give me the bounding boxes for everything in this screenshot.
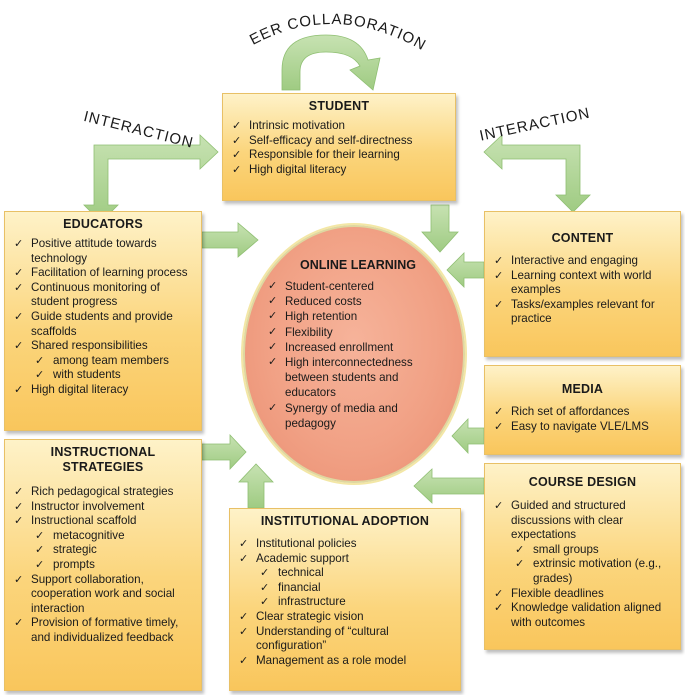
strategies-subitem: prompts bbox=[31, 558, 193, 573]
educators-item: Positive attitude towards technology bbox=[13, 237, 193, 266]
online-learning-item: Synergy of media and pedagogy bbox=[267, 401, 425, 431]
institutional-subitem: financial bbox=[256, 581, 452, 596]
content-item: Tasks/examples relevant for practice bbox=[493, 298, 672, 327]
course-design-to-online-arrow bbox=[413, 468, 485, 504]
interaction-right-arrow bbox=[483, 134, 591, 213]
online-learning-content: ONLINE LEARNING Student-centered Reduced… bbox=[263, 258, 453, 431]
online-learning-item: High interconnectedness between students… bbox=[267, 355, 425, 401]
educators-item-label: Shared responsibilities bbox=[31, 339, 148, 353]
institutional-subitem: technical bbox=[256, 566, 452, 581]
interaction-left-arrow bbox=[83, 134, 219, 223]
content-item: Interactive and engaging bbox=[493, 254, 672, 269]
student-title: STUDENT bbox=[308, 99, 370, 113]
institutional-item-label: Academic support bbox=[256, 551, 349, 565]
online-learning-item: Student-centered bbox=[267, 279, 453, 294]
online-learning-title: ONLINE LEARNING bbox=[300, 258, 416, 272]
student-item: Self-efficacy and self-directness bbox=[231, 134, 447, 149]
educators-to-online-arrow bbox=[201, 222, 259, 258]
strategies-item-label: Instructional scaffold bbox=[31, 514, 137, 528]
educators-box: EDUCATORS Positive attitude towards tech… bbox=[4, 211, 202, 431]
course-design-subitem: small groups bbox=[511, 543, 672, 558]
course-design-item: Knowledge validation aligned with outcom… bbox=[493, 601, 672, 630]
strategies-subitem: strategic bbox=[31, 543, 193, 558]
educators-item: Continuous monitoring of student progres… bbox=[13, 281, 193, 310]
student-item: Responsible for their learning bbox=[231, 148, 447, 163]
course-design-item-label: Guided and structured discussions with c… bbox=[511, 499, 626, 542]
institutional-item: Clear strategic vision bbox=[238, 610, 452, 625]
student-to-online-arrow bbox=[421, 204, 459, 253]
instructional-strategies-box: INSTRUCTIONAL STRATEGIES Rich pedagogica… bbox=[4, 439, 202, 691]
strategies-item: Support collaboration, cooperation work … bbox=[13, 573, 193, 617]
institutional-item: Institutional policies bbox=[238, 537, 452, 552]
institutional-item: Academic support technical financial inf… bbox=[238, 552, 452, 610]
educators-subitem: with students bbox=[31, 368, 193, 383]
content-to-online-arrow bbox=[446, 252, 485, 288]
media-item: Rich set of affordances bbox=[493, 405, 672, 420]
strategies-item: Rich pedagogical strategies bbox=[13, 485, 193, 500]
educators-item: Guide students and provide scaffolds bbox=[13, 310, 193, 339]
online-learning-item: High retention bbox=[267, 309, 453, 324]
institutional-to-online-arrow bbox=[238, 463, 274, 509]
course-design-subitem: extrinsic motivation (e.g., grades) bbox=[511, 557, 672, 586]
strategies-to-online-arrow bbox=[201, 433, 247, 471]
institutional-item: Management as a role model bbox=[238, 654, 452, 669]
media-to-online-arrow bbox=[451, 417, 485, 455]
student-box: STUDENT Intrinsic motivation Self-effica… bbox=[222, 93, 456, 201]
media-item: Easy to navigate VLE/LMS bbox=[493, 420, 672, 435]
content-box: CONTENT Interactive and engaging Learnin… bbox=[484, 211, 681, 357]
educators-subitem: among team members bbox=[31, 354, 193, 369]
institutional-item: Understanding of “cultural configuration… bbox=[238, 625, 452, 654]
media-box: MEDIA Rich set of affordances Easy to na… bbox=[484, 365, 681, 455]
online-learning-item: Flexibility bbox=[267, 325, 453, 340]
student-item: Intrinsic motivation bbox=[231, 119, 447, 134]
media-title: MEDIA bbox=[561, 382, 604, 396]
instructional-strategies-title: INSTRUCTIONAL STRATEGIES bbox=[50, 445, 156, 474]
educators-title: EDUCATORS bbox=[63, 217, 143, 231]
content-item: Learning context with world examples bbox=[493, 269, 672, 298]
content-title: CONTENT bbox=[551, 231, 614, 245]
strategies-subitem: metacognitive bbox=[31, 529, 193, 544]
strategies-item: Instructional scaffold metacognitive str… bbox=[13, 514, 193, 572]
online-learning-item: Increased enrollment bbox=[267, 340, 453, 355]
course-design-box: COURSE DESIGN Guided and structured disc… bbox=[484, 463, 681, 650]
peer-collaboration-arrow bbox=[281, 34, 381, 91]
strategies-item: Instructor involvement bbox=[13, 500, 193, 515]
institutional-adoption-title: INSTITUTIONAL ADOPTION bbox=[260, 514, 430, 528]
institutional-subitem: infrastructure bbox=[256, 595, 452, 610]
educators-item: High digital literacy bbox=[13, 383, 193, 398]
strategies-item: Provision of formative timely, and indiv… bbox=[13, 616, 193, 645]
educators-item: Shared responsibilities among team membe… bbox=[13, 339, 193, 383]
online-learning-item: Reduced costs bbox=[267, 294, 453, 309]
student-item: High digital literacy bbox=[231, 163, 447, 178]
course-design-title: COURSE DESIGN bbox=[528, 475, 637, 489]
course-design-item: Guided and structured discussions with c… bbox=[493, 499, 672, 587]
institutional-adoption-box: INSTITUTIONAL ADOPTION Institutional pol… bbox=[229, 508, 461, 691]
educators-item: Facilitation of learning process bbox=[13, 266, 193, 281]
course-design-item: Flexible deadlines bbox=[493, 587, 672, 602]
